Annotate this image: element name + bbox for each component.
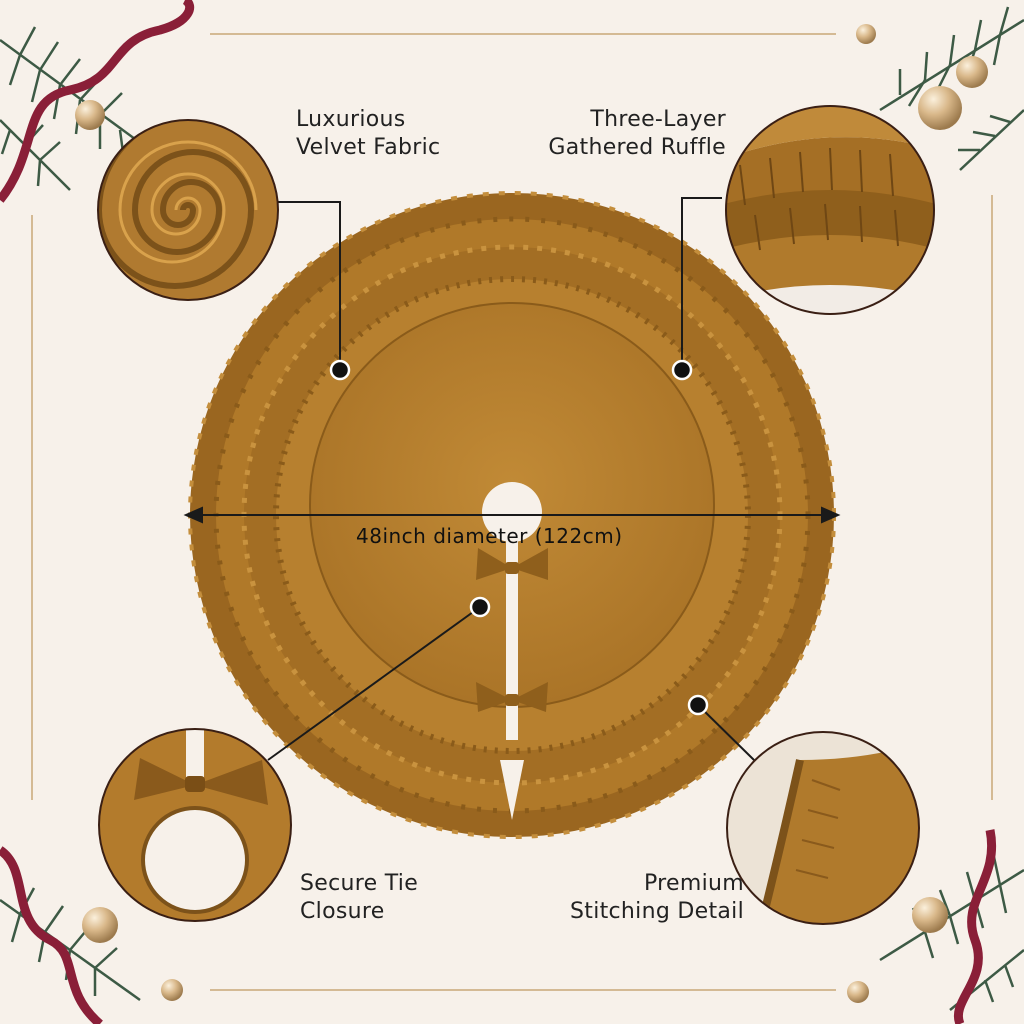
ornament-top-right-3 bbox=[856, 24, 876, 44]
frame-lines bbox=[31, 33, 993, 991]
tie-bow-lower bbox=[476, 682, 548, 712]
ornament-bottom-right-1 bbox=[912, 897, 948, 933]
feature-ruffle-line2: Gathered Ruffle bbox=[548, 135, 726, 160]
feature-stitching-line2: Stitching Detail bbox=[570, 899, 744, 924]
ornament-bottom-left-1 bbox=[82, 907, 118, 943]
ribbon-bottom-left bbox=[0, 846, 104, 1024]
ribbon-top-left bbox=[0, 0, 195, 203]
velvet-detail-image bbox=[97, 119, 279, 301]
ribbon-bottom-right bbox=[953, 829, 997, 1024]
feature-tie-line1: Secure Tie bbox=[300, 871, 419, 896]
feature-velvet-line1: Luxurious bbox=[296, 107, 406, 132]
feature-label-stitching: Premium Stitching Detail bbox=[570, 870, 744, 926]
ornament-top-right-1 bbox=[918, 86, 962, 130]
feature-stitching-line1: Premium bbox=[644, 871, 744, 896]
stitching-detail-image bbox=[726, 731, 920, 925]
ornament-top-left bbox=[75, 100, 105, 130]
pine-branch-top-right bbox=[879, 6, 1024, 171]
feature-ruffle-line1: Three-Layer bbox=[590, 107, 726, 132]
callout-lines bbox=[250, 197, 755, 761]
pine-branch-bottom-right bbox=[879, 856, 1024, 1011]
feature-label-ruffle: Three-Layer Gathered Ruffle bbox=[548, 106, 726, 162]
diameter-label: 48inch diameter (122cm) bbox=[356, 524, 623, 548]
diameter-arrow bbox=[183, 506, 841, 524]
feature-tie-line2: Closure bbox=[300, 899, 385, 924]
feature-velvet-line2: Velvet Fabric bbox=[296, 135, 441, 160]
feature-label-tie: Secure Tie Closure bbox=[300, 870, 418, 926]
ruffle-detail-image bbox=[725, 105, 935, 315]
ornament-bottom-left-2 bbox=[161, 979, 183, 1001]
tie-detail-image bbox=[98, 728, 292, 922]
ornament-bottom-right-2 bbox=[847, 981, 869, 1003]
tie-bow-upper bbox=[476, 548, 548, 580]
callout-dots bbox=[329, 359, 709, 716]
ornament-top-right-2 bbox=[956, 56, 988, 88]
feature-label-velvet: Luxurious Velvet Fabric bbox=[296, 106, 440, 162]
